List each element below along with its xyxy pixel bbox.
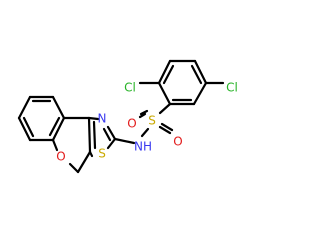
bond-s-o-top-2 [139,109,149,116]
bonds [17,59,225,174]
bond-benzo-6 [17,95,32,120]
bond-aryl-4 [193,59,208,85]
bond-s-aryl [158,102,172,115]
bond-s-o-top-1 [138,112,147,119]
bond-s-o-right-1 [158,125,172,135]
bond-aryl-4-inner [190,64,203,85]
bond-pyran-ch2-c [76,150,92,174]
atom-s-sulfonyl: S [148,114,156,128]
atom-cl-top: Cl [124,81,136,95]
bond-benzo-5-inner [22,116,35,138]
bond-aryl-1 [157,81,172,106]
atom-labels: Cl Cl S O O N NH S O [56,81,238,164]
bond-thiazole-c2-s [106,137,117,150]
bond-aryl-2-inner [162,64,175,85]
bond-benzo-3 [51,116,66,142]
atom-nh: NH [134,140,152,154]
atom-o-pyran: O [56,150,65,164]
bond-pyran-fused [87,116,92,154]
bond-c2-nh [113,137,136,145]
bond-thiazole-c4-c5-inner [92,120,97,150]
bond-s-o-right-2 [160,122,174,132]
bond-nh-s [140,127,150,138]
atom-o-sulfonyl-bottom: O [173,135,182,149]
bond-thiazole-n-c2-inner [102,127,112,142]
chemical-structure: Cl Cl S O O N NH S O [17,59,238,174]
atom-n-thiazole: N [98,112,107,126]
bond-benzo-2 [51,95,66,120]
bond-aryl-5 [192,81,208,106]
bond-benzo-5 [17,116,32,142]
bond-aryl-2 [157,59,172,85]
bond-thiazole-n-c2 [106,125,117,141]
atom-s-thiazole: S [98,147,106,161]
bond-pyran-c-o [51,138,59,152]
bond-thiazole-s-c5 [88,150,94,158]
bond-thiazole-c-n [87,116,100,121]
atom-cl-right: Cl [226,81,238,95]
bond-pyran-o-ch2 [68,162,80,174]
bond-benzo-3-inner [48,116,61,137]
atom-o-sulfonyl-top: O [127,117,136,131]
